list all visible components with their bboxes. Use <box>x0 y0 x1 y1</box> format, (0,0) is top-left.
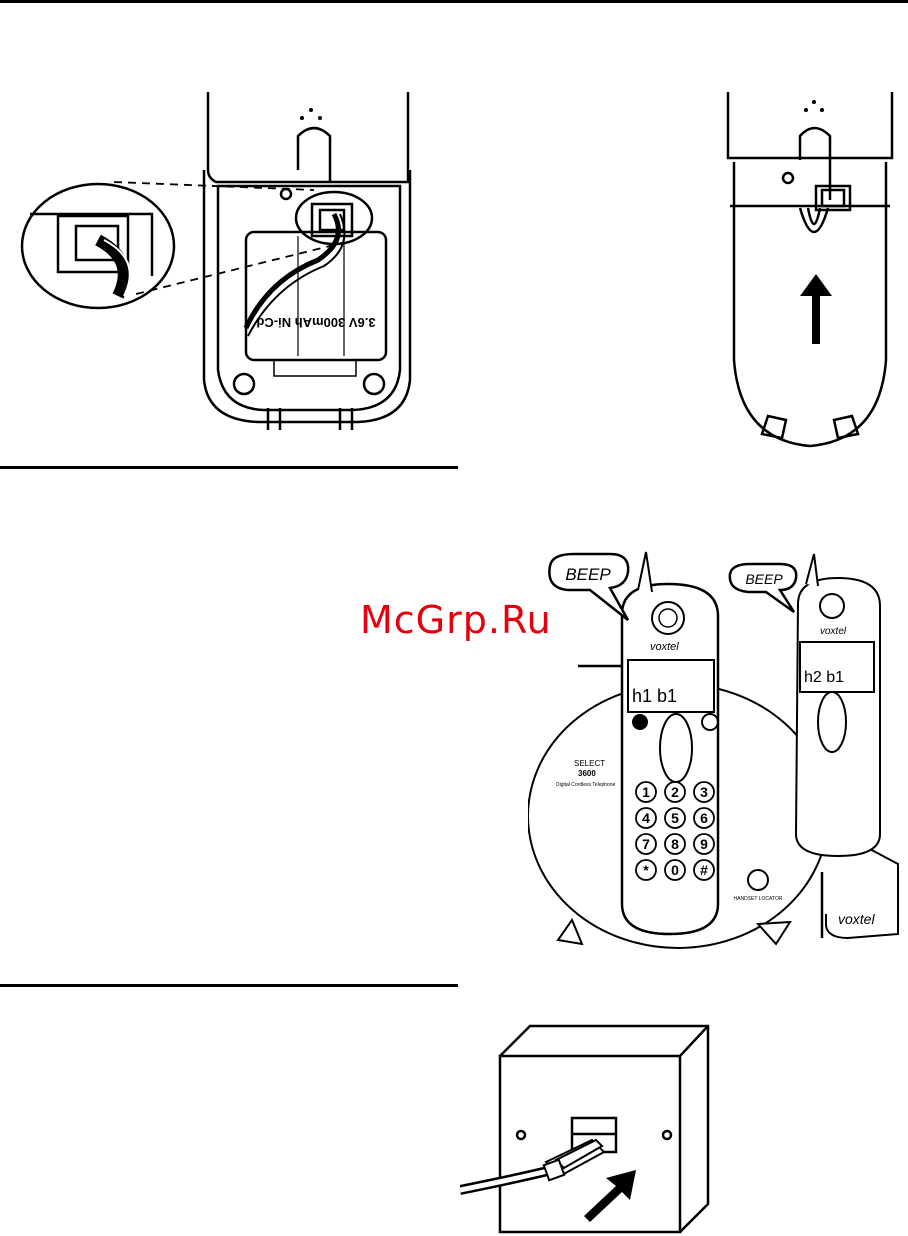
handset-right-brand: voxtel <box>820 626 847 637</box>
svg-text:7: 7 <box>642 836 650 852</box>
handsets-base-figure: SELECT 3600 Digital Cordless Telephone H… <box>528 544 904 964</box>
wall-socket-figure <box>460 1010 720 1236</box>
keypad-key: 6 <box>694 808 714 828</box>
watermark: McGrp.Ru <box>360 598 552 642</box>
svg-text:0: 0 <box>671 862 679 878</box>
handset-left-brand: voxtel <box>650 641 679 653</box>
keypad-key: 0 <box>665 860 685 880</box>
section-divider-2 <box>0 984 458 987</box>
svg-text:2: 2 <box>671 784 679 800</box>
svg-text:1: 1 <box>642 784 650 800</box>
svg-text:8: 8 <box>671 836 679 852</box>
keypad-key: 1 <box>636 782 656 802</box>
keypad-key: 4 <box>636 808 656 828</box>
keypad-key: 9 <box>694 834 714 854</box>
keypad-key: 5 <box>665 808 685 828</box>
beep-left: BEEP <box>565 565 611 584</box>
svg-text:4: 4 <box>642 810 650 826</box>
keypad-key: # <box>694 860 714 880</box>
beep-right: BEEP <box>745 571 783 587</box>
base-brand: voxtel <box>838 911 875 927</box>
svg-text:6: 6 <box>700 810 708 826</box>
keypad-key: * <box>636 860 656 880</box>
handset-locator-label: HANDSET LOCATOR <box>734 896 783 902</box>
battery-compartment-figure: 3.6V 300mAh Ni-Cd <box>18 90 438 440</box>
base-model-line2: 3600 <box>578 769 596 778</box>
svg-text:*: * <box>643 862 649 878</box>
base-model-line1: SELECT <box>574 759 605 768</box>
svg-text:5: 5 <box>671 810 679 826</box>
keypad-key: 8 <box>665 834 685 854</box>
svg-text:3: 3 <box>700 784 708 800</box>
svg-text:#: # <box>700 862 708 878</box>
top-rule <box>0 0 908 3</box>
keypad-key: 3 <box>694 782 714 802</box>
keypad-key: 2 <box>665 782 685 802</box>
handset-right-display: h2 b1 <box>804 669 844 686</box>
keypad-key: 7 <box>636 834 656 854</box>
base-model-line3: Digital Cordless Telephone <box>556 782 616 788</box>
section-divider-1 <box>0 466 458 469</box>
handset-left-display: h1 b1 <box>632 686 677 706</box>
battery-label: 3.6V 300mAh Ni-Cd <box>256 315 375 330</box>
svg-text:9: 9 <box>700 836 708 852</box>
battery-cover-figure <box>720 90 900 454</box>
